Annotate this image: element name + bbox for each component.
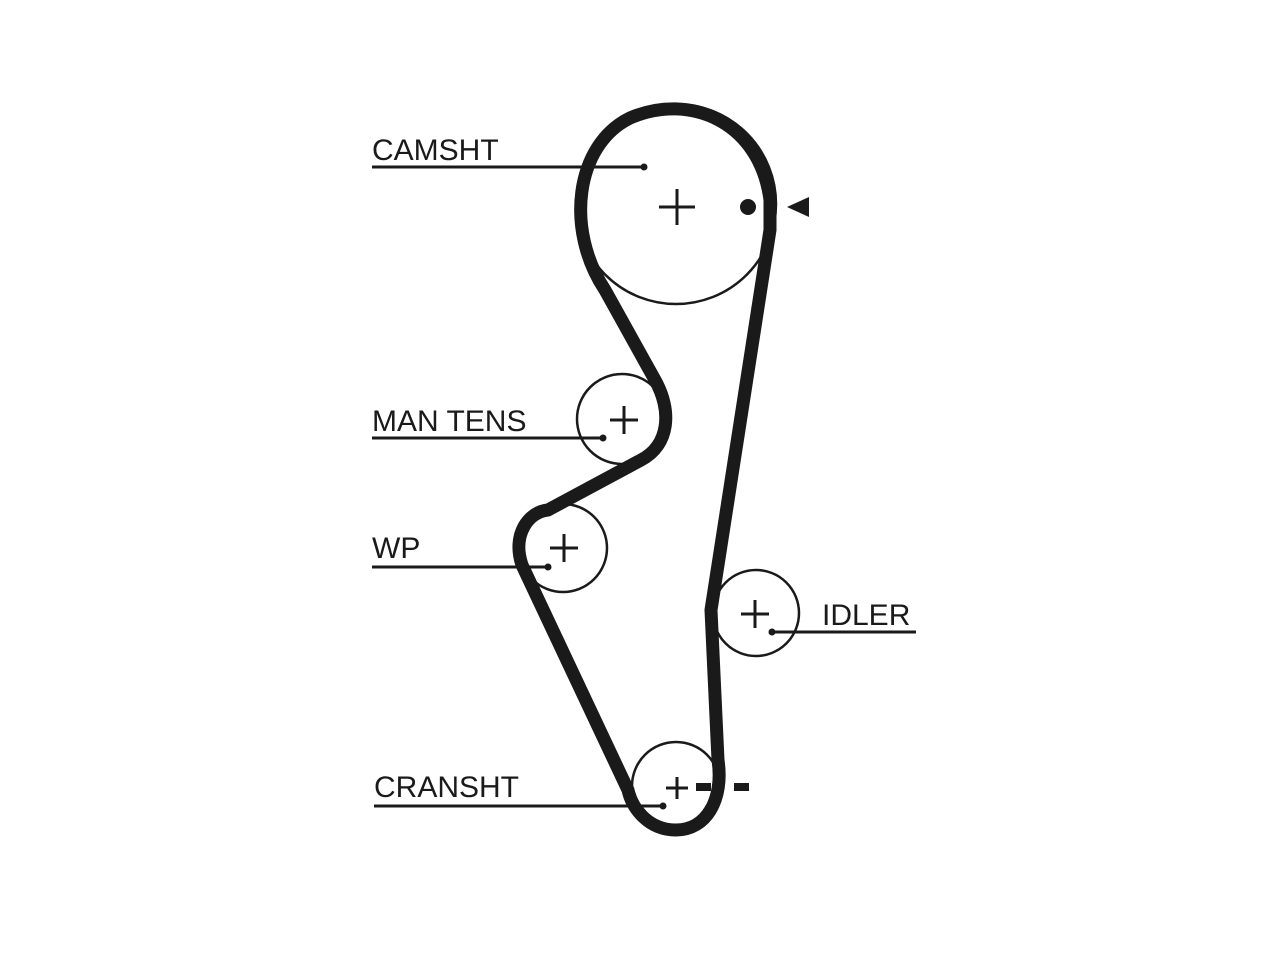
camshaft-timing-dot — [740, 199, 756, 215]
crankshaft-center-mark — [666, 777, 688, 799]
crankshaft-leader — [374, 802, 667, 810]
camshaft-timing-arrow-icon — [787, 197, 809, 217]
camshaft-center-mark — [659, 189, 695, 225]
crankshaft-label: CRANSHT — [374, 771, 519, 804]
idler-leader — [768, 628, 916, 636]
timing-belt — [512, 102, 777, 837]
manual-tensioner-label: MAN TENS — [372, 405, 526, 438]
idler-label: IDLER — [822, 599, 910, 632]
camshaft-label: CAMSHT — [372, 134, 499, 167]
water-pump-label: WP — [372, 532, 420, 565]
water-pump-center-mark — [550, 534, 578, 562]
manual-tensioner-leader — [372, 434, 607, 442]
camshaft-leader — [372, 163, 648, 171]
manual-tensioner-center-mark — [610, 406, 638, 434]
water-pump-leader — [372, 563, 552, 571]
crankshaft-timing-dash-1 — [696, 783, 711, 791]
crankshaft-timing-dash-2 — [734, 783, 749, 791]
idler-center-mark — [741, 600, 769, 628]
